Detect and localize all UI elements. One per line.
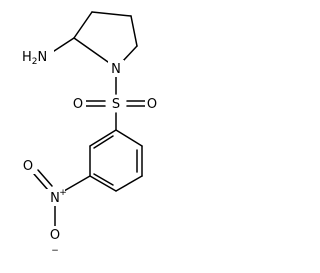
nitro-oxygen-top-label: O bbox=[23, 159, 33, 174]
nitro-group-bonds bbox=[33, 169, 56, 227]
nitro-nitrogen-label: N bbox=[50, 191, 60, 206]
bond-nitro-o-top-a bbox=[33, 173, 49, 191]
bond-ar6-ar1 bbox=[89, 129, 117, 147]
amine-label: H2N bbox=[22, 50, 47, 67]
atom-labels: H2N N S O O N + O O − bbox=[20, 47, 160, 256]
bond-c5-n1 bbox=[121, 45, 138, 63]
chemical-structure-diagram: H2N N S O O N + O O − bbox=[20, 11, 160, 256]
sulfonyl-oxygen-right-label: O bbox=[147, 97, 157, 112]
bond-nitro-o-top-b bbox=[37, 169, 53, 187]
bond-c2-c3 bbox=[73, 11, 93, 39]
bond-ar4-ar5 bbox=[89, 175, 117, 192]
bond-ar1-ar2 bbox=[115, 129, 143, 147]
bond-c3-c4 bbox=[91, 11, 132, 17]
sulfur-label: S bbox=[112, 97, 120, 112]
bond-c4-c5 bbox=[130, 15, 138, 47]
nitro-nitrogen-charge: + bbox=[59, 188, 67, 198]
bond-aryl-nitro bbox=[63, 175, 91, 192]
bond-c2-amine bbox=[50, 37, 75, 54]
benzene-ring bbox=[89, 129, 143, 192]
nitro-oxygen-bottom-charge: − bbox=[51, 246, 59, 256]
nitro-oxygen-bottom-label: O bbox=[50, 228, 60, 243]
ring-nitrogen-label: N bbox=[111, 62, 121, 77]
bond-ar3-ar4 bbox=[115, 175, 143, 192]
aromatic-inner-bond-bottom bbox=[93, 173, 114, 186]
bond-n1-c2 bbox=[73, 37, 109, 63]
sulfonyl-double-bonds bbox=[83, 100, 146, 107]
sulfonyl-oxygen-left-label: O bbox=[73, 97, 83, 112]
aromatic-inner-bond-top bbox=[93, 135, 114, 149]
pyrrolidine-ring bbox=[73, 11, 138, 63]
